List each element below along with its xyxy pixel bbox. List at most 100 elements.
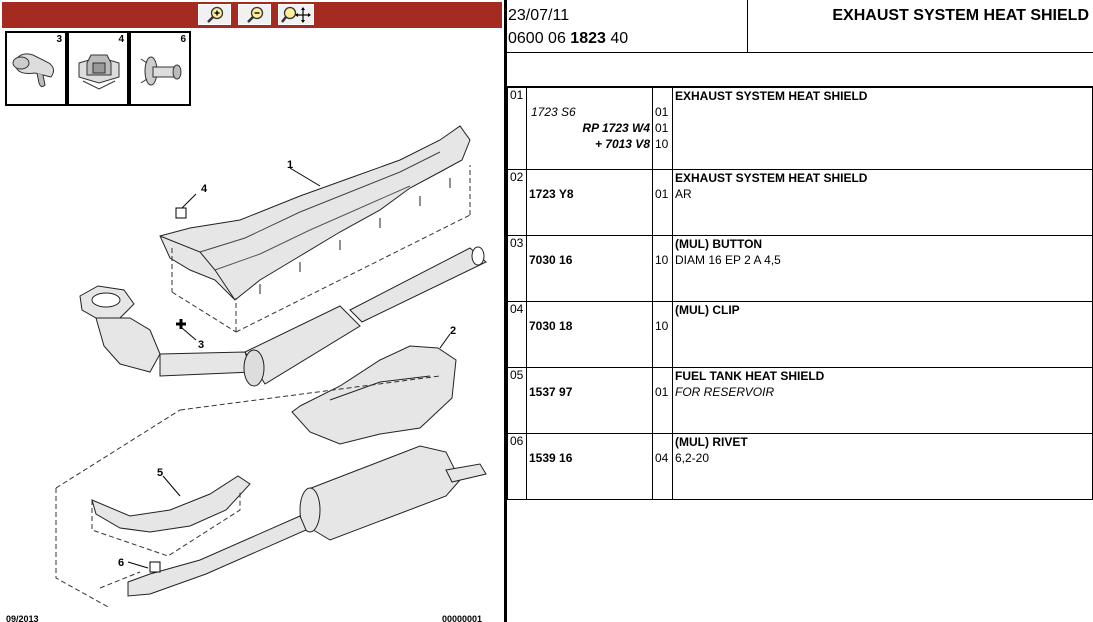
quantity: 10: [652, 235, 673, 302]
code-suffix: 40: [610, 30, 629, 47]
zoom-pan-icon: [281, 6, 311, 23]
catalytic-converter: [79, 285, 253, 377]
part-description: (MUL) RIVET 6,2-20: [672, 433, 1093, 500]
parts-table: 01 1723 S6 RP 1723 W4 + 7013 V8 01 01 10…: [507, 87, 1093, 500]
part-reference[interactable]: 1539 16: [526, 433, 653, 500]
callout-4: 4: [201, 183, 208, 195]
table-row[interactable]: 06 1539 16 04 (MUL) RIVET 6,2-20: [507, 433, 1093, 500]
header-code: 0600 06 1823 40: [508, 30, 628, 48]
thumbnail-clip[interactable]: 4: [67, 31, 129, 106]
zoom-in-button[interactable]: [198, 4, 231, 25]
zoom-out-button[interactable]: [238, 4, 271, 25]
diagram-reference: 00000001: [442, 614, 483, 622]
quantity: 01 01 10: [652, 87, 673, 170]
part-reference[interactable]: 7030 18: [526, 301, 653, 368]
header-date: 23/07/11: [508, 7, 570, 24]
zoom-toolbar: [2, 2, 502, 28]
zoom-out-icon: [246, 6, 263, 23]
qty-line: 01: [655, 187, 669, 201]
description-title: FUEL TANK HEAT SHIELD: [675, 369, 825, 383]
clip-icon: [78, 54, 120, 90]
description-title: (MUL) BUTTON: [675, 237, 763, 251]
pane-divider[interactable]: [504, 0, 507, 622]
thumbnail-number: 3: [56, 34, 62, 45]
callout-2: 2: [450, 325, 456, 337]
item-number: 06: [507, 433, 527, 500]
quantity: 10: [652, 301, 673, 368]
thumbnail-rivet[interactable]: 6: [129, 31, 191, 106]
quantity: 01: [652, 169, 673, 236]
callout-1: 1: [287, 159, 293, 171]
zoom-in-icon: [206, 6, 223, 23]
part-5-fuel-tank-shield: [91, 475, 251, 533]
qty-line: 01: [655, 121, 669, 135]
qty-line: 10: [655, 137, 669, 151]
qty-line: 10: [655, 253, 669, 267]
exploded-diagram-pane: 3 4 6: [0, 0, 504, 622]
code-prefix: 0600 06: [508, 30, 566, 47]
qty-line: 04: [655, 451, 669, 465]
item-number: 02: [507, 169, 527, 236]
item-number: 05: [507, 367, 527, 434]
thumbnail-number: 6: [180, 34, 186, 45]
parts-list-pane: 23/07/11 0600 06 1823 40 EXHAUST SYSTEM …: [507, 0, 1093, 622]
push-button-icon: [12, 53, 55, 88]
description-title: (MUL) RIVET: [675, 435, 748, 449]
ref-line: 1723 S6: [531, 105, 576, 119]
quantity: 04: [652, 433, 673, 500]
part-reference[interactable]: 1723 Y8: [526, 169, 653, 236]
exhaust-exploded-view[interactable]: 1 2 3 4 5 6: [0, 110, 504, 622]
clip-marker: [175, 207, 187, 219]
part-description: (MUL) CLIP: [672, 301, 1093, 368]
part-2-heat-shield: [291, 345, 457, 445]
ref-line: 1537 97: [529, 385, 573, 399]
callout-6: 6: [118, 557, 124, 569]
item-number: 04: [507, 301, 527, 368]
qty-line: 01: [655, 385, 669, 399]
thumbnail-push-button[interactable]: 3: [5, 31, 67, 106]
part-description: EXHAUST SYSTEM HEAT SHIELD: [672, 87, 1093, 170]
thumbnail-number: 4: [118, 34, 124, 45]
description-title: EXHAUST SYSTEM HEAT SHIELD: [675, 89, 868, 103]
description-title: (MUL) CLIP: [675, 303, 740, 317]
part-reference[interactable]: 1537 97: [526, 367, 653, 434]
part-description: FUEL TANK HEAT SHIELD FOR RESERVOIR: [672, 367, 1093, 434]
description-subtitle: FOR RESERVOIR: [675, 385, 775, 399]
code-bold: 1823: [570, 30, 606, 47]
diagram-date: 09/2013: [6, 614, 39, 622]
ref-line: RP 1723 W4: [582, 121, 650, 135]
callout-leaders: [127, 167, 451, 569]
ref-line: 7030 18: [529, 319, 573, 333]
callout-3: 3: [198, 339, 204, 351]
part-reference[interactable]: 1723 S6 RP 1723 W4 + 7013 V8: [526, 87, 653, 170]
part-description: EXHAUST SYSTEM HEAT SHIELD AR: [672, 169, 1093, 236]
description-subtitle: 6,2-20: [675, 451, 710, 465]
ref-line: 1539 16: [529, 451, 573, 465]
part-1-fixings: [259, 178, 451, 294]
part-1-outline: [171, 165, 471, 333]
qty-line: 10: [655, 319, 669, 333]
table-row[interactable]: 04 7030 18 10 (MUL) CLIP: [507, 301, 1093, 368]
item-number: 03: [507, 235, 527, 302]
qty-line: 01: [655, 105, 669, 119]
ref-line: + 7013 V8: [594, 137, 650, 151]
description-subtitle: AR: [675, 187, 692, 201]
part-reference[interactable]: 7030 16: [526, 235, 653, 302]
lower-group-outline: [55, 375, 441, 609]
part-1-heat-shield: [159, 125, 471, 301]
callout-5: 5: [157, 467, 163, 479]
table-row[interactable]: 01 1723 S6 RP 1723 W4 + 7013 V8 01 01 10…: [507, 87, 1093, 170]
quantity: 01: [652, 367, 673, 434]
table-row[interactable]: 02 1723 Y8 01 EXHAUST SYSTEM HEAT SHIELD…: [507, 169, 1093, 236]
table-row[interactable]: 05 1537 97 01 FUEL TANK HEAT SHIELD FOR R…: [507, 367, 1093, 434]
ref-line: 7030 16: [529, 253, 573, 267]
ref-line: 1723 Y8: [529, 187, 574, 201]
rivet-icon: [140, 56, 182, 86]
description-title: EXHAUST SYSTEM HEAT SHIELD: [675, 171, 868, 185]
zoom-pan-button[interactable]: [278, 4, 314, 25]
header-subbar: [507, 53, 1093, 87]
rear-silencer: [127, 445, 487, 597]
parts-header: 23/07/11 0600 06 1823 40 EXHAUST SYSTEM …: [507, 0, 1093, 53]
